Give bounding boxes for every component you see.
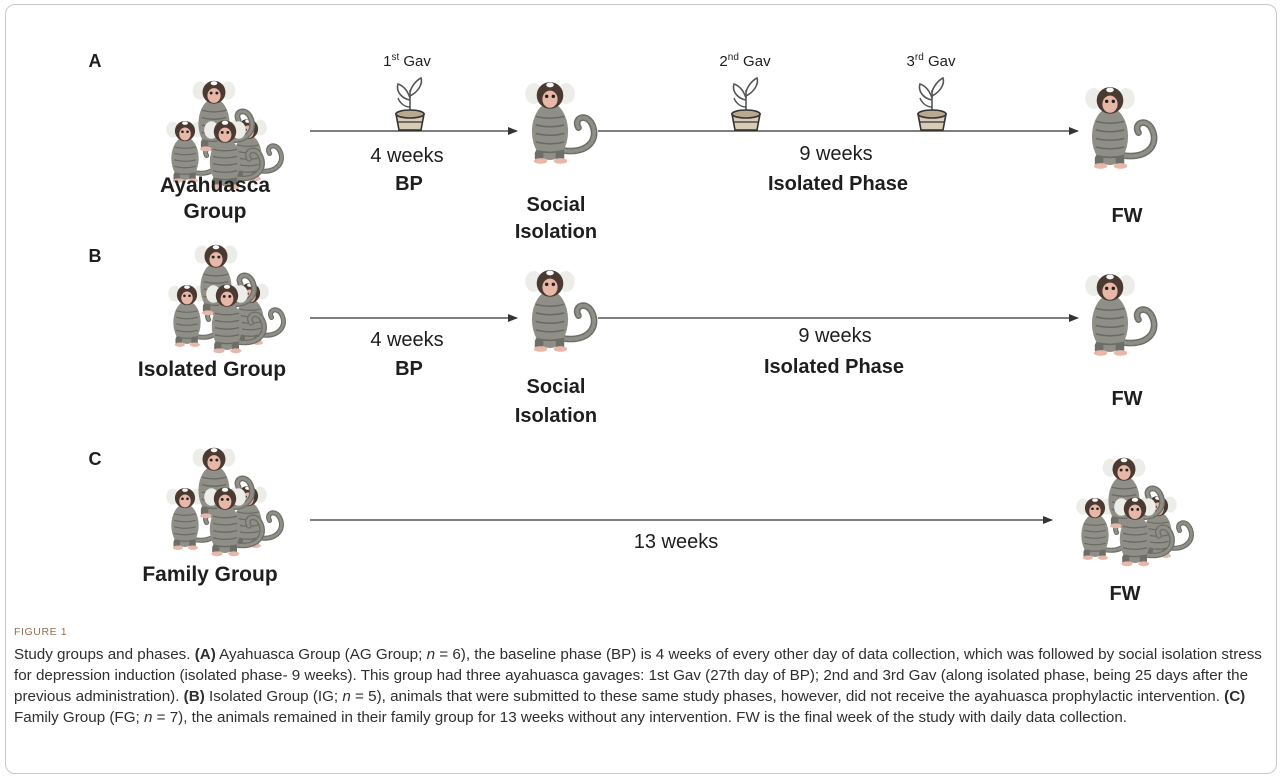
phase-duration: 13 weeks bbox=[634, 531, 719, 553]
caption-segment: (A) bbox=[194, 646, 216, 663]
caption-segment: = 6), the baseline phase (BP) is 4 weeks… bbox=[14, 646, 1262, 705]
gavage-icon bbox=[395, 76, 425, 131]
isolation-label: Isolation bbox=[515, 221, 597, 243]
group-name: Group bbox=[184, 200, 247, 223]
caption-text: Study groups and phases. (A) Ayahuasca G… bbox=[14, 644, 1264, 728]
caption-segment: Isolated Group (IG; bbox=[204, 688, 343, 705]
panel-label-c: C bbox=[89, 449, 102, 469]
panel-label-b: B bbox=[89, 246, 102, 266]
caption-segment: Family Group (FG; bbox=[14, 709, 144, 726]
caption-segment: (B) bbox=[183, 688, 205, 705]
gavage-label: 2nd Gav bbox=[719, 52, 771, 70]
isolated-marmoset-icon bbox=[525, 270, 598, 352]
gavage-icon bbox=[917, 76, 947, 131]
phase-name: BP bbox=[395, 358, 423, 380]
final-week-label: FW bbox=[1111, 388, 1142, 410]
isolated-marmoset-icon bbox=[525, 82, 598, 164]
phase-name: Isolated Phase bbox=[764, 356, 904, 378]
isolated-group-illustration bbox=[168, 244, 286, 354]
caption-segment: = 7), the animals remained in their fami… bbox=[152, 709, 1128, 726]
caption-segment: n bbox=[342, 688, 351, 705]
caption-segment: = 5), animals that were submitted to the… bbox=[350, 688, 1225, 705]
caption-segment: n bbox=[143, 709, 153, 726]
caption-segment: Study groups and phases. bbox=[14, 646, 195, 663]
isolation-label: Isolation bbox=[515, 405, 597, 427]
group-name: Family Group bbox=[142, 563, 277, 586]
figure-caption: FIGURE 1 Study groups and phases. (A) Ay… bbox=[14, 626, 1264, 728]
gavage-label: 1st Gav bbox=[383, 52, 431, 70]
final-week-label: FW bbox=[1111, 205, 1142, 227]
gavage-icon bbox=[731, 76, 761, 131]
phase-duration: 4 weeks bbox=[370, 145, 443, 167]
caption-segment: Ayahuasca Group (AG Group; bbox=[215, 646, 427, 663]
marmoset-icon bbox=[166, 487, 221, 550]
phase-duration: 4 weeks bbox=[370, 329, 443, 351]
phase-duration: 9 weeks bbox=[799, 143, 872, 165]
marmoset-icon bbox=[1076, 497, 1131, 560]
caption-segment: (C) bbox=[1224, 688, 1246, 705]
phase-name: Isolated Phase bbox=[768, 173, 908, 195]
final-week-marmoset-icon bbox=[1085, 274, 1158, 356]
phase-name: BP bbox=[395, 173, 423, 195]
caption-segment: n bbox=[426, 646, 436, 663]
group-name: Isolated Group bbox=[138, 358, 286, 381]
final-family-group-illustration bbox=[1076, 457, 1194, 567]
figure-label: FIGURE 1 bbox=[14, 626, 68, 638]
final-week-label: FW bbox=[1109, 583, 1140, 605]
marmoset-icon bbox=[204, 487, 265, 557]
phase-duration: 9 weeks bbox=[798, 325, 871, 347]
marmoset-icon bbox=[204, 120, 265, 190]
marmoset-icon bbox=[1114, 497, 1175, 567]
gavage-label: 3rd Gav bbox=[907, 52, 956, 70]
family-group-illustration bbox=[166, 447, 284, 557]
group-name: Ayahuasca bbox=[160, 174, 270, 197]
isolation-label: Social bbox=[527, 376, 586, 398]
final-week-marmoset-icon bbox=[1085, 87, 1158, 169]
marmoset-icon bbox=[206, 284, 267, 354]
panel-label-a: A bbox=[89, 51, 102, 71]
ayahuasca-group-illustration bbox=[166, 80, 284, 190]
isolation-label: Social bbox=[527, 194, 586, 216]
